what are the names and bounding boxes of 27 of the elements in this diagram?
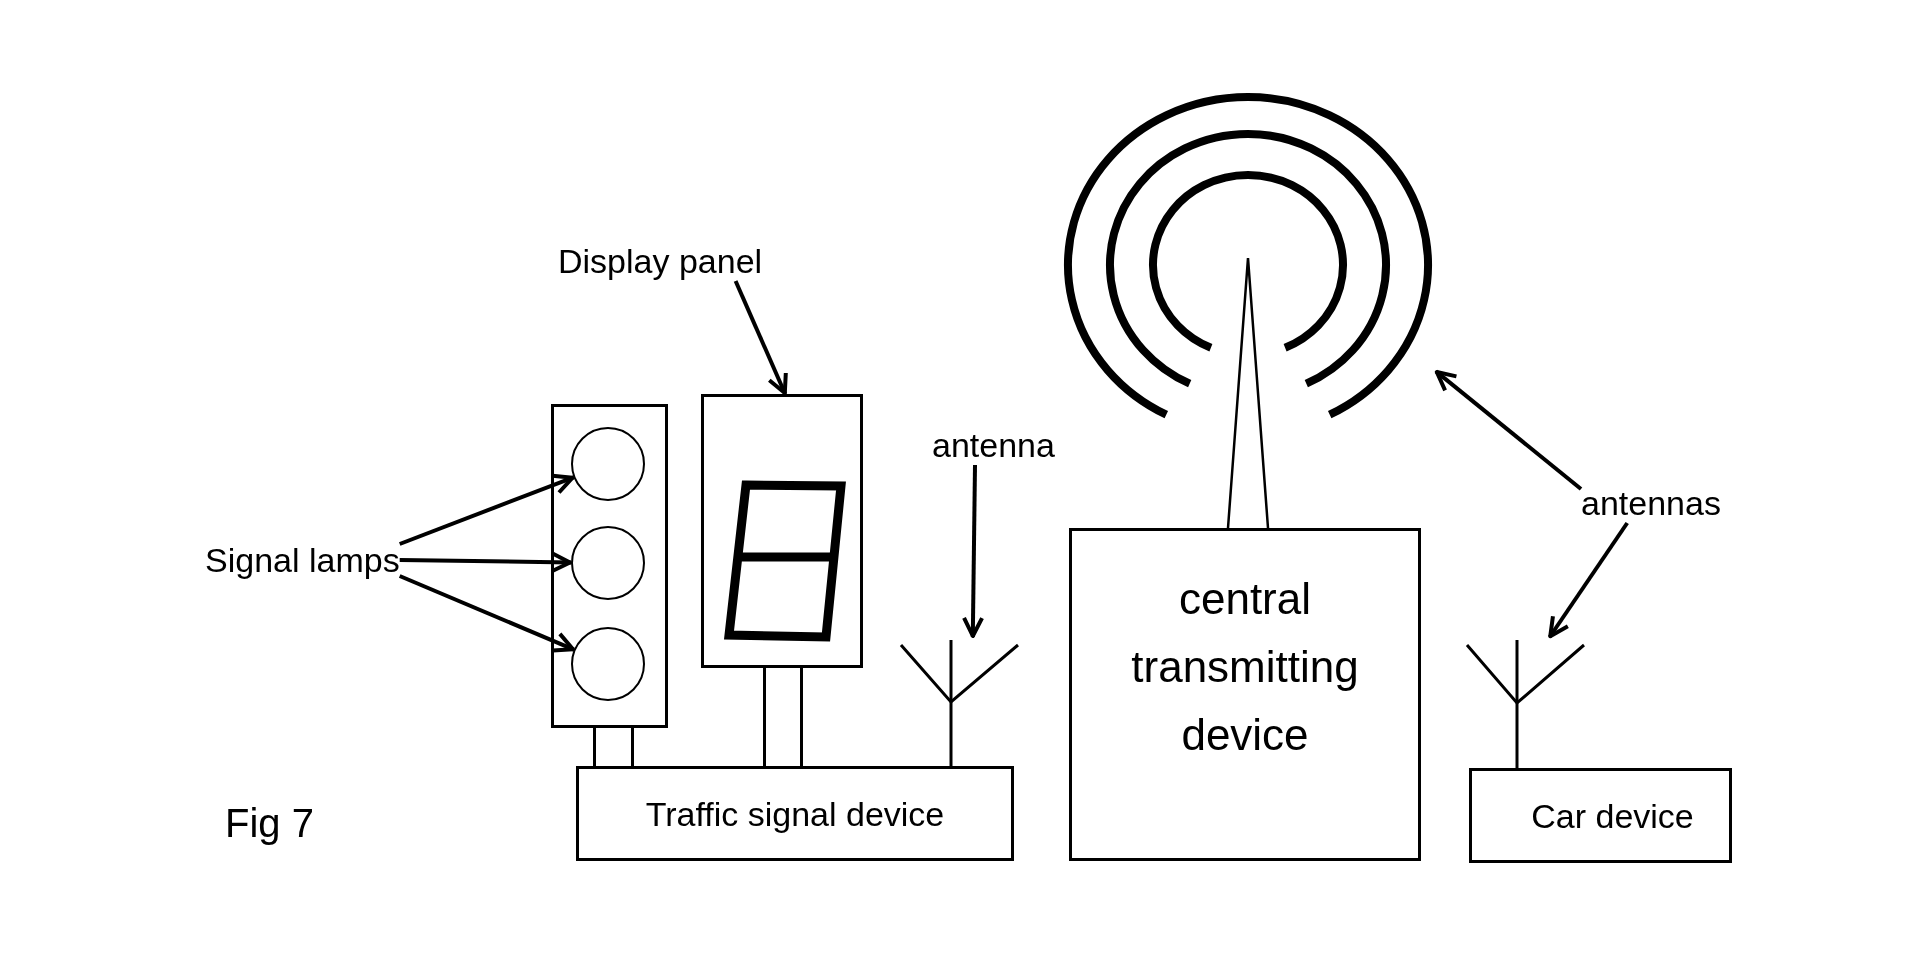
device-label: Traffic signal device [645,793,945,834]
leader-arrow [1548,521,1629,639]
leader-arrow [398,574,575,653]
antenna-icon [1465,637,1586,768]
device-label: central transmitting device [1130,573,1360,761]
figure-caption: Fig 7 [225,800,314,847]
leader-arrow [399,473,575,546]
callout-label: Display panel [558,241,763,281]
signal-lamp [571,427,645,501]
callout-label: antenna [932,425,1055,465]
signal-lamp [571,526,645,600]
leader-arrow [962,464,985,638]
device-box [1469,768,1732,863]
callout-label: antennas [1581,483,1721,523]
device-box [1069,528,1421,861]
leader-arrow [399,551,572,574]
display-panel [701,394,863,668]
support-post [763,665,803,769]
device-label: Car device [1531,795,1694,836]
leader-arrow [1434,369,1583,491]
callout-label: Signal lamps [205,540,400,580]
signal-lamp [571,627,645,701]
antenna-icon [899,637,1020,766]
device-box [576,766,1014,861]
traffic-light-housing [551,404,668,728]
support-post [593,725,634,769]
leader-arrow [733,280,788,396]
